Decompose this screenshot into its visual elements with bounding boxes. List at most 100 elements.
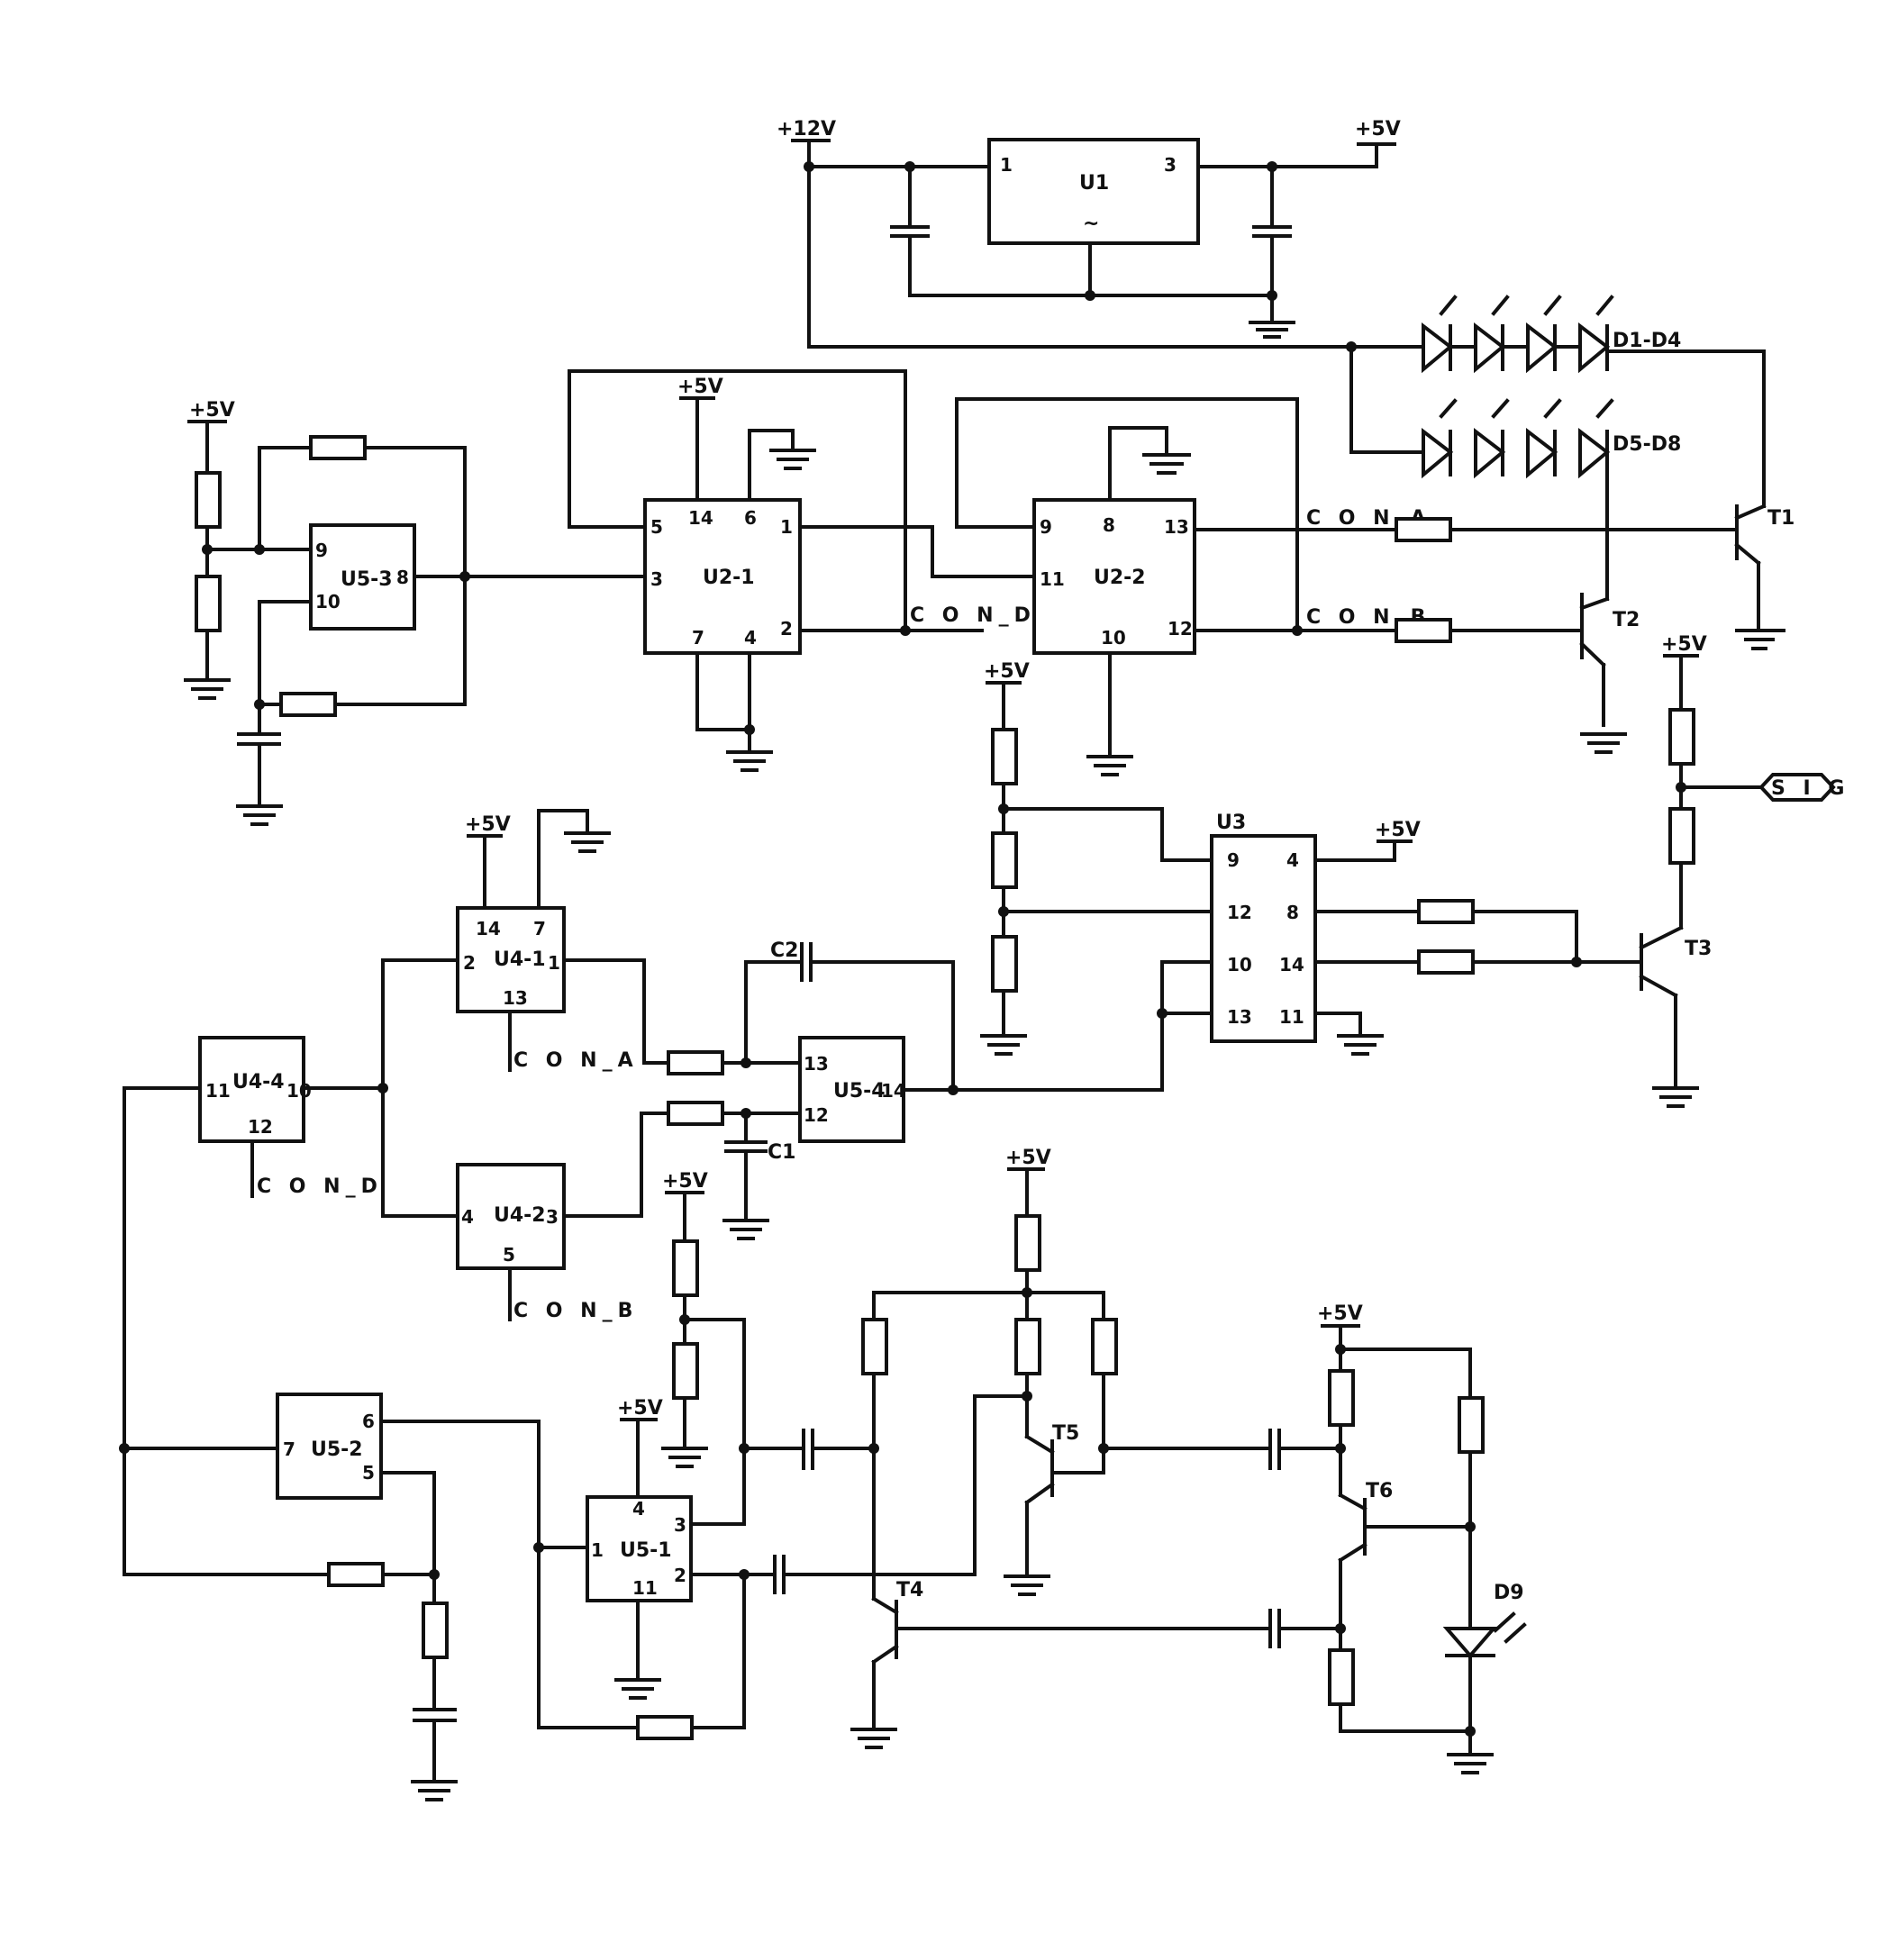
ground-icon <box>238 806 281 824</box>
svg-text:+5V: +5V <box>465 813 511 836</box>
led-row2-label: D5-D8 <box>1613 433 1681 456</box>
svg-text:5: 5 <box>650 516 663 538</box>
svg-text:7: 7 <box>533 918 546 939</box>
svg-text:10: 10 <box>1227 954 1252 975</box>
svg-text:12: 12 <box>248 1116 273 1138</box>
svg-text:12: 12 <box>804 1104 829 1126</box>
ground-icon <box>1737 631 1784 649</box>
u2-1: U2-1 5 3 14 6 1 2 7 4 +5V C O N_D <box>569 371 1036 770</box>
transistor-t1: T1 <box>1737 506 1795 649</box>
svg-text:1: 1 <box>1000 154 1013 176</box>
svg-text:13: 13 <box>503 987 528 1009</box>
svg-text:9: 9 <box>1040 516 1052 538</box>
svg-text:+5V: +5V <box>189 399 235 422</box>
ground-icon <box>1582 734 1625 752</box>
transistor-t3: T3 <box>1641 928 1712 1106</box>
ground-icon <box>1449 1755 1492 1773</box>
svg-text:+5V: +5V <box>1005 1147 1051 1169</box>
svg-text:14: 14 <box>476 918 501 939</box>
output-driver-section: +5V T5 <box>852 1147 1524 1773</box>
svg-text:9: 9 <box>1227 849 1240 871</box>
transistor-t6: T6 <box>1340 1480 1470 1560</box>
pwr-12v-label: +12V <box>777 118 836 141</box>
svg-text:12: 12 <box>1227 902 1252 923</box>
u3-label: U3 <box>1216 812 1246 834</box>
svg-text:13: 13 <box>804 1053 829 1075</box>
svg-text:~: ~ <box>1083 213 1099 235</box>
svg-text:13: 13 <box>1227 1006 1252 1028</box>
svg-text:T1: T1 <box>1767 507 1795 530</box>
svg-text:+5V: +5V <box>1661 633 1707 656</box>
svg-text:5: 5 <box>362 1462 375 1484</box>
ground-icon <box>1088 757 1131 775</box>
svg-text:12: 12 <box>1168 618 1193 640</box>
transistor-t2: T2 <box>1582 594 1640 752</box>
svg-text:+5V: +5V <box>617 1397 663 1420</box>
svg-text:8: 8 <box>396 567 409 588</box>
svg-text:+5V: +5V <box>1375 819 1421 841</box>
led-row1-label: D1-D4 <box>1613 330 1681 352</box>
svg-text:1: 1 <box>780 516 793 538</box>
svg-text:9: 9 <box>315 540 328 561</box>
c1-label: C1 <box>768 1141 795 1164</box>
svg-text:4: 4 <box>1286 849 1299 871</box>
svg-text:1: 1 <box>548 952 560 974</box>
transistor-t5: T5 <box>1005 1422 1104 1594</box>
ground-icon <box>982 1036 1025 1054</box>
svg-text:3: 3 <box>1164 154 1177 176</box>
u4-4-label: U4-4 <box>232 1071 285 1093</box>
sig-label: S I G <box>1771 777 1849 800</box>
ground-icon <box>771 431 814 468</box>
led-row-2: D5-D8 <box>1423 401 1681 599</box>
u1-label: U1 <box>1079 172 1109 195</box>
ground-icon <box>852 1729 895 1747</box>
svg-text:5: 5 <box>503 1244 515 1266</box>
svg-text:3: 3 <box>674 1514 686 1536</box>
svg-text:3: 3 <box>546 1206 559 1228</box>
svg-text:2: 2 <box>674 1565 686 1586</box>
svg-text:11: 11 <box>1040 568 1065 590</box>
svg-text:4: 4 <box>632 1498 645 1520</box>
svg-text:8: 8 <box>1286 902 1299 923</box>
ground-icon <box>1144 428 1189 473</box>
ground-icon <box>1339 1036 1382 1054</box>
ground-icon <box>1250 297 1294 337</box>
power-supply-section: +12V +5V U1 1 3 ~ <box>777 118 1401 347</box>
u5-4-label: U5-4 <box>833 1080 886 1102</box>
svg-text:T2: T2 <box>1613 609 1640 631</box>
svg-text:2: 2 <box>780 618 793 640</box>
svg-text:T3: T3 <box>1685 938 1712 960</box>
u4-2-label: U4-2 <box>494 1204 546 1227</box>
svg-text:8: 8 <box>1103 514 1115 536</box>
ground-icon <box>186 680 229 698</box>
sig-port: S I G <box>1761 775 1849 800</box>
u4-1-label: U4-1 <box>494 948 546 971</box>
u5-3-oscillator: +5V U5-3 9 10 8 <box>186 399 647 824</box>
svg-text:+5V: +5V <box>662 1170 708 1193</box>
ground-icon <box>616 1680 659 1698</box>
svg-text:+5V: +5V <box>984 660 1030 683</box>
u5-1-label: U5-1 <box>620 1539 672 1562</box>
svg-text:T4: T4 <box>896 1579 923 1602</box>
ground-icon <box>1654 1088 1697 1106</box>
svg-text:T6: T6 <box>1366 1480 1393 1502</box>
ground-icon <box>566 811 609 851</box>
led-array-section: D1-D4 D5-D8 <box>1346 297 1764 599</box>
svg-text:1: 1 <box>591 1539 604 1561</box>
ground-icon <box>413 1782 456 1800</box>
svg-text:11: 11 <box>1279 1006 1304 1028</box>
pwr-5v-label-reg: +5V <box>1355 118 1401 141</box>
svg-text:14: 14 <box>688 507 713 529</box>
svg-text:2: 2 <box>463 952 476 974</box>
svg-text:11: 11 <box>205 1080 231 1102</box>
u5-3-label: U5-3 <box>341 568 393 591</box>
svg-text:+5V: +5V <box>1317 1302 1363 1325</box>
u3-section: +5V U3 9 4 12 8 10 14 13 11 +5V <box>953 633 1849 1106</box>
svg-text:6: 6 <box>362 1411 375 1432</box>
c2-label: C2 <box>770 939 798 962</box>
svg-text:7: 7 <box>692 627 704 649</box>
svg-text:3: 3 <box>650 568 663 590</box>
u4-u5-4-section: +5V U4-1 14 7 2 1 13 C O N_A <box>124 811 959 1574</box>
net-con-d-2: C O N_D <box>257 1175 383 1198</box>
